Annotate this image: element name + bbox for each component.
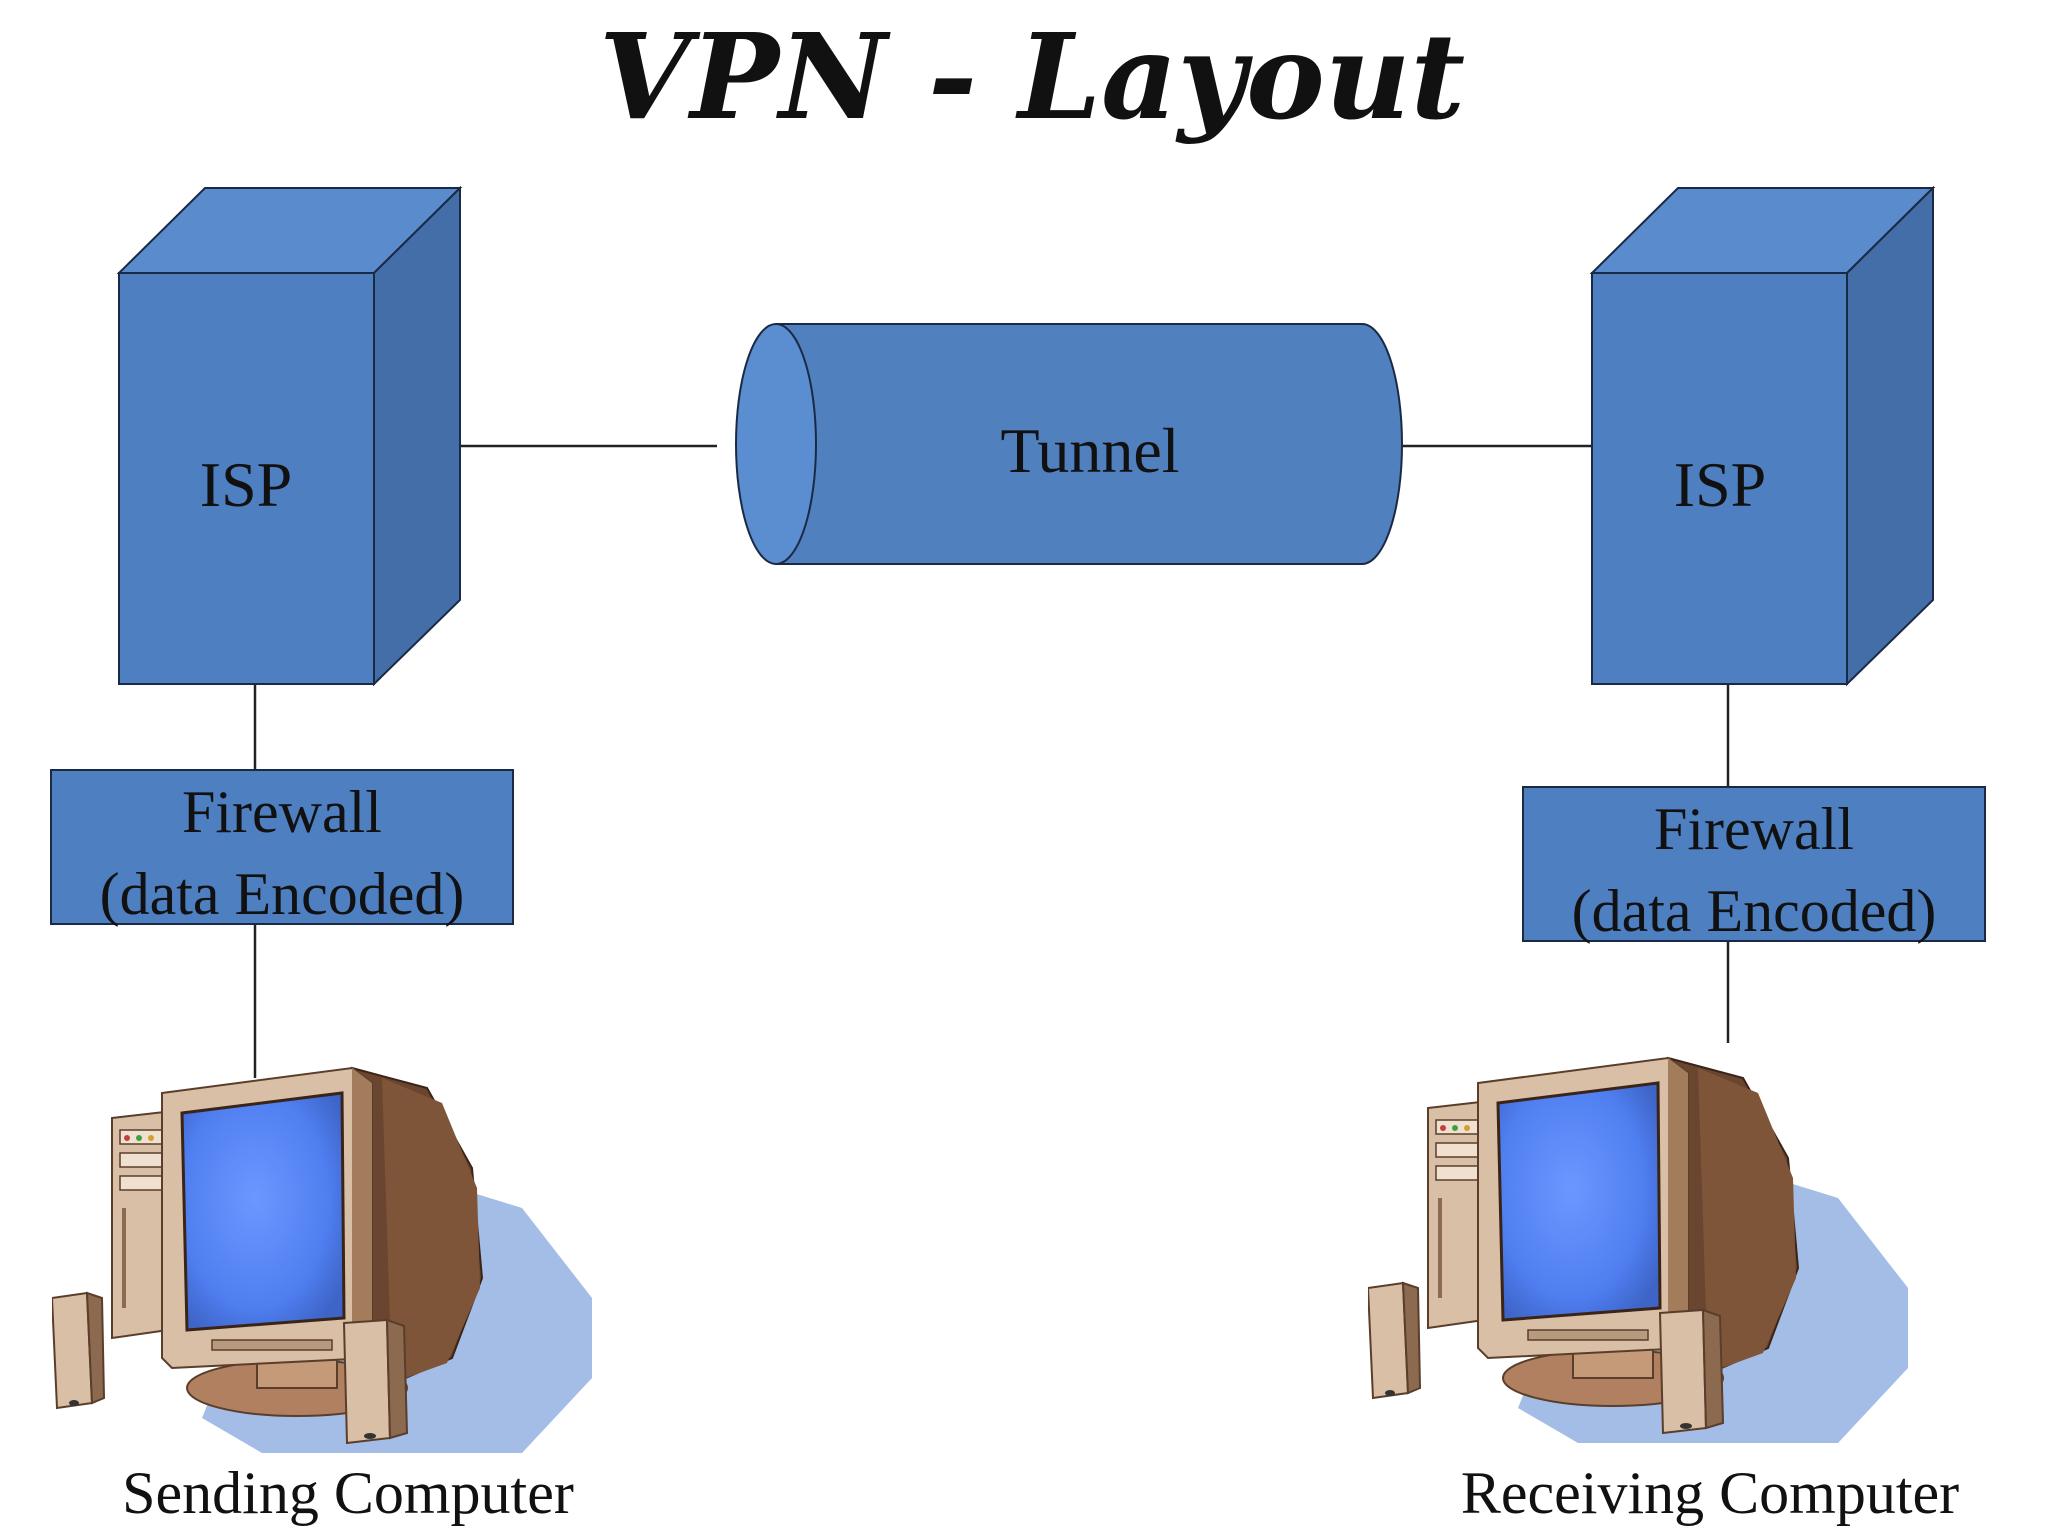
tunnel-label: Tunnel: [1000, 415, 1179, 486]
diagram-title: VPN - Layout: [599, 7, 1465, 146]
firewall-right-line2: (data Encoded): [1572, 878, 1937, 944]
receiving-computer: Receiving Computer: [1368, 1056, 1959, 1526]
sending-computer-label: Sending Computer: [122, 1460, 574, 1526]
computer-icon: [1368, 1056, 1910, 1445]
tunnel-cylinder: Tunnel: [735, 323, 1403, 565]
sending-computer: Sending Computer: [52, 1066, 594, 1526]
firewall-left-line1: Firewall: [182, 779, 382, 845]
firewall-right-line1: Firewall: [1654, 796, 1854, 862]
isp-left-box: ISP: [116, 185, 463, 687]
isp-right-box: ISP: [1589, 185, 1936, 687]
computer-icon: [52, 1066, 594, 1455]
firewall-left-box: Firewall (data Encoded): [50, 769, 514, 927]
firewall-right-box: Firewall (data Encoded): [1522, 786, 1986, 944]
firewall-left-line2: (data Encoded): [100, 861, 465, 927]
tunnel-cylinder-icon: [775, 323, 1403, 565]
receiving-computer-label: Receiving Computer: [1461, 1460, 1959, 1526]
isp-left-label: ISP: [200, 449, 293, 520]
isp-right-label: ISP: [1674, 449, 1767, 520]
